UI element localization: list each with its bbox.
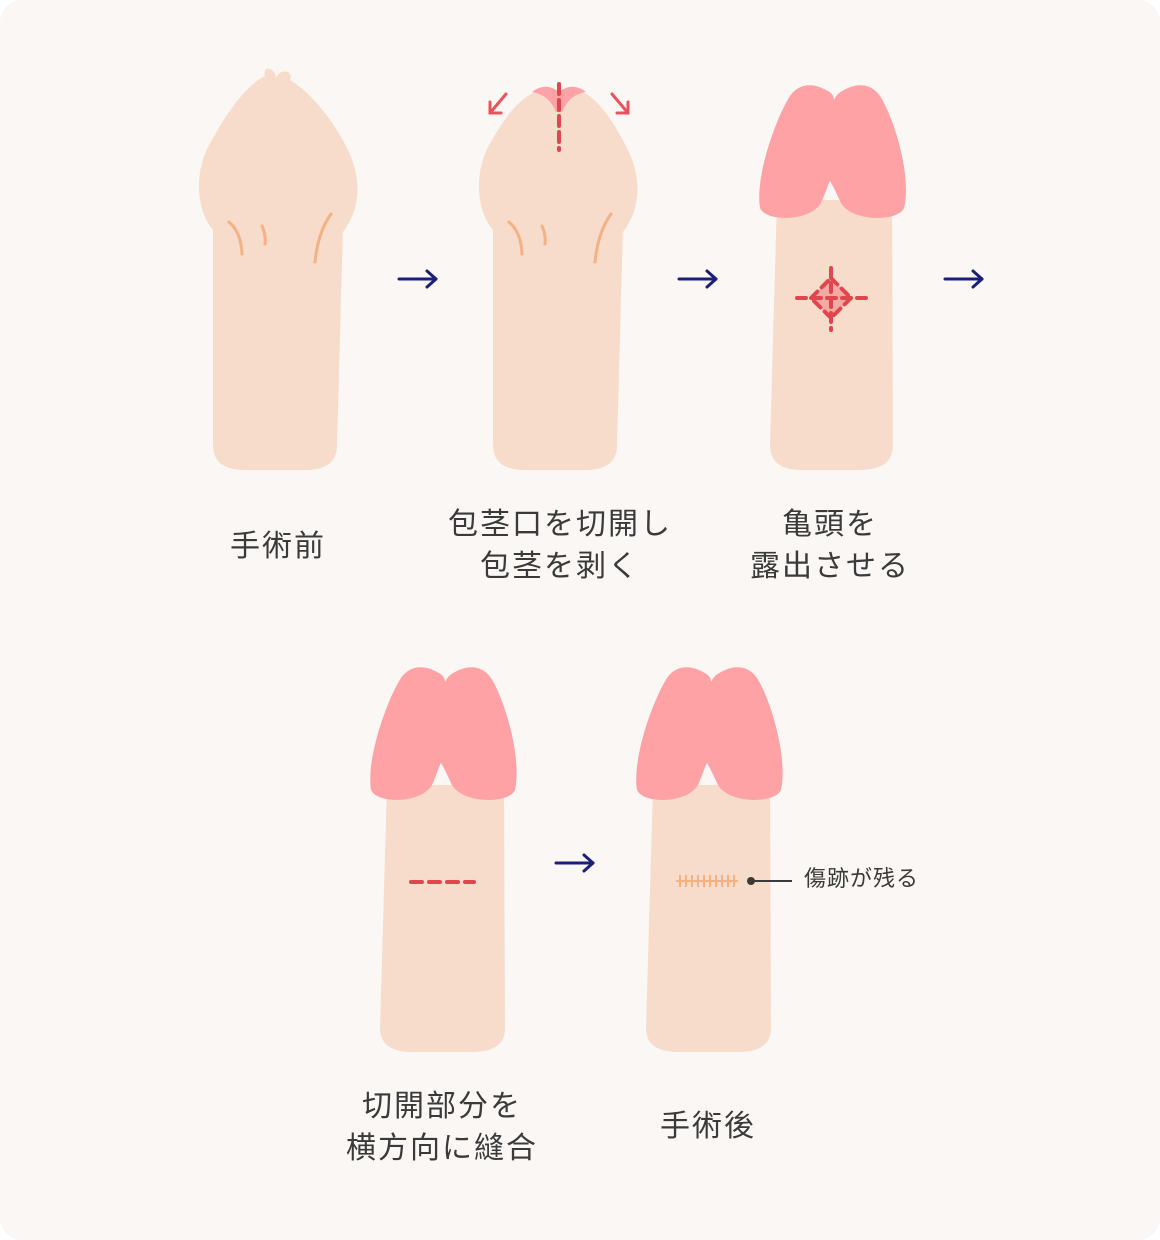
- glans-after: [636, 667, 783, 800]
- figure-expose: [759, 85, 906, 470]
- incision-diamond: [795, 266, 868, 332]
- step-label-incise: 包茎口を切開し 包茎を剥く: [420, 504, 700, 588]
- arrow-icon: [677, 269, 718, 289]
- skin-folds: [507, 212, 613, 264]
- step-label-line: 亀頭を: [782, 507, 878, 542]
- step-label-line: 包茎口を切開し: [448, 507, 672, 542]
- shaft-after: [646, 785, 771, 1052]
- foreskin-opened: [478, 90, 638, 239]
- shaft-expose: [770, 200, 893, 470]
- arrow-icon: [397, 269, 438, 289]
- scar-callout: 傷跡が残る: [804, 867, 920, 892]
- step-label-expose: 亀頭を 露出させる: [720, 504, 940, 588]
- shaft-suture: [380, 785, 505, 1052]
- peel-arrow-left: [488, 92, 508, 115]
- step-label-line: 横方向に縫合: [346, 1131, 538, 1166]
- figure-suture: [370, 667, 517, 1052]
- figure-before: [198, 68, 358, 470]
- peel-arrow-right: [610, 92, 630, 115]
- foreskin-hood: [198, 68, 358, 239]
- step-label-line: 切開部分を: [362, 1089, 522, 1124]
- arrow-icon: [554, 853, 595, 873]
- step-label-line: 手術後: [660, 1109, 756, 1144]
- step-label-before: 手術前: [178, 526, 378, 568]
- shaft-before: [213, 225, 343, 470]
- skin-folds: [227, 212, 333, 264]
- scar-stitches: [676, 875, 738, 887]
- step-label-line: 手術前: [230, 529, 326, 564]
- figure-after: [636, 667, 792, 1052]
- step-label-line: 包茎を剥く: [480, 549, 640, 584]
- step-label-after: 手術後: [608, 1106, 808, 1148]
- callout-leader: [747, 877, 792, 885]
- step-label-line: 露出させる: [750, 549, 910, 584]
- step-arrows: [397, 269, 984, 873]
- step-label-suture: 切開部分を 横方向に縫合: [322, 1086, 562, 1170]
- figure-incise: [478, 82, 638, 470]
- shaft-incise: [493, 225, 623, 470]
- glans-suture: [370, 667, 517, 800]
- glans-expose: [759, 85, 906, 218]
- arrow-icon: [943, 269, 984, 289]
